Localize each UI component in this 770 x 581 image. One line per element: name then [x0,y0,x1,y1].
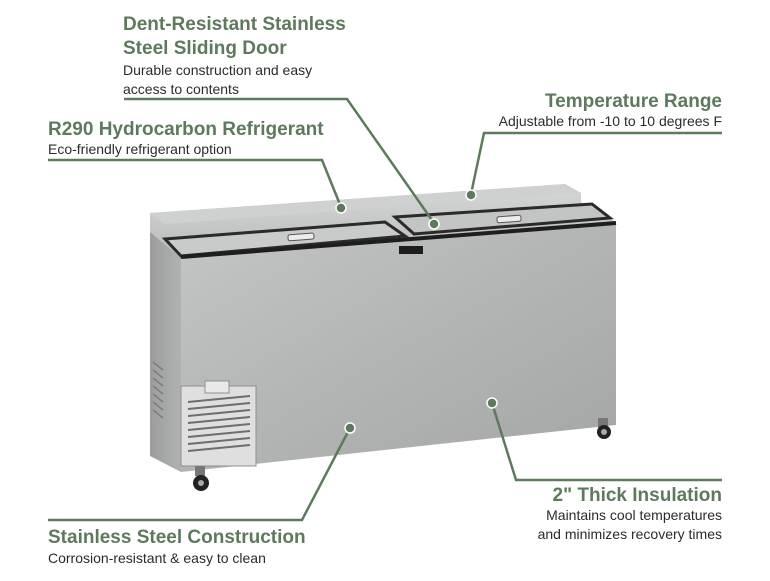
door-title-line2: Steel Sliding Door [123,38,287,59]
door-handle-right [496,214,522,224]
door-desc-line1: Durable construction and easy [123,62,313,78]
door-handle-left [287,232,315,242]
refrigerant-callout-dot [335,202,347,214]
refrigerant-callout-desc: Eco-friendly refrigerant option [48,141,232,157]
brand-badge [399,246,423,254]
door-title-line1: Dent-Resistant Stainless [123,14,346,35]
temperature-callout-title: Temperature Range [544,91,722,112]
construction-callout-title: Stainless Steel Construction [48,527,306,548]
construction-leader-line [48,427,352,522]
door-callout-desc: Durable construction and easy access to … [123,61,312,99]
thermostat-display [204,380,230,394]
caster-left [193,466,209,491]
insulation-desc-line1: Maintains cool temperatures [546,507,722,523]
callout-dots [335,189,498,434]
bottle-cooler [150,184,617,491]
refrigerant-leader-line [48,158,343,208]
construction-callout-desc: Corrosion-resistant & easy to clean [48,550,266,566]
temperature-callout-dot [465,189,477,201]
side-vent [152,361,164,419]
insulation-callout-title: 2" Thick Insulation [552,485,722,506]
insulation-callout-desc: Maintains cool temperatures and minimize… [538,506,722,544]
temperature-leader-line [469,131,722,195]
cooler-side-panel [150,213,181,472]
door-leader-line [124,97,436,224]
construction-callout-dot [344,422,356,434]
compressor-grille [180,380,257,467]
refrigerant-callout-title: R290 Hydrocarbon Refrigerant [48,119,324,140]
door-callout-dot [428,218,440,230]
insulation-leader-line [490,402,722,482]
insulation-callout-dot [486,397,498,409]
insulation-desc-line2: and minimizes recovery times [537,526,722,542]
cooler-front-panel [181,224,616,472]
callout-lines [48,97,722,522]
temperature-callout-desc: Adjustable from -10 to 10 degrees F [498,113,722,129]
caster-right [597,418,611,439]
door-desc-line2: access to contents [123,81,239,97]
sliding-door-left [161,220,410,258]
door-callout-title: Dent-Resistant Stainless Steel Sliding D… [123,13,346,61]
